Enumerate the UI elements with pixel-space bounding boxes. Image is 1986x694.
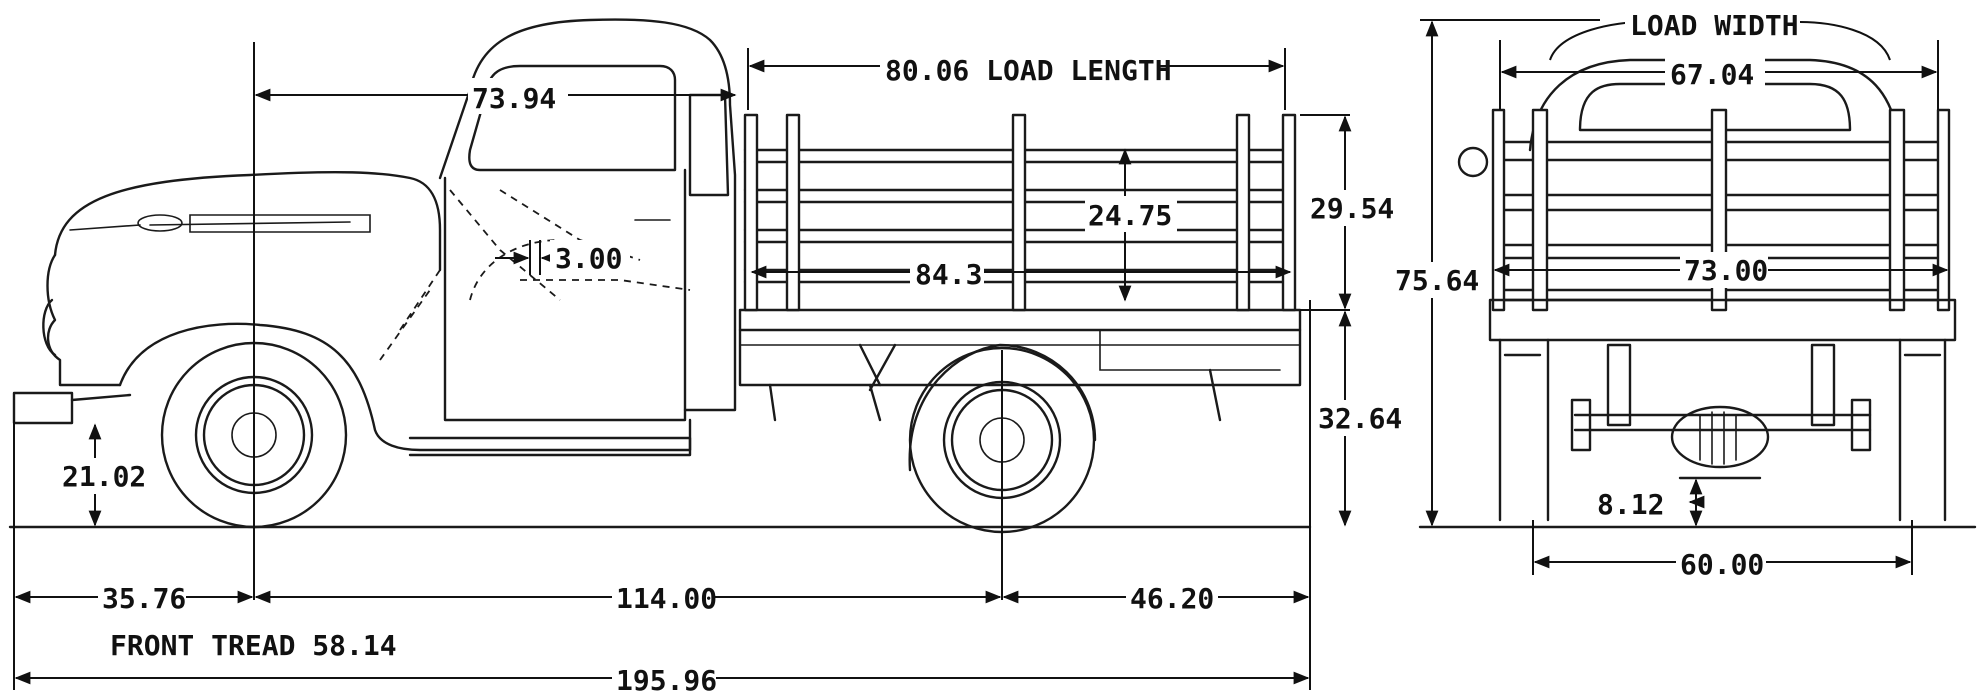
- stake-height-value: 24.75: [1088, 199, 1172, 232]
- rear-window: [688, 93, 730, 197]
- load-width-label: LOAD WIDTH: [1630, 9, 1799, 42]
- front-fender: [118, 322, 692, 452]
- wheelbase-value: 114.00: [616, 582, 717, 615]
- hood-outline: [53, 170, 442, 272]
- rear-bed: [1488, 298, 1957, 342]
- axle-clearance-value: 8.12: [1597, 488, 1664, 521]
- hood-emblem: [137, 214, 183, 232]
- front-grille: [46, 253, 122, 387]
- overall-length-value: 195.96: [616, 664, 717, 694]
- side-view-truck: [12, 18, 1302, 534]
- bed-width-value: 73.00: [1684, 254, 1768, 287]
- bed-floor: [738, 308, 1302, 332]
- running-board: [408, 436, 692, 457]
- rear-cab-window: [1578, 82, 1852, 132]
- cab-length-value: 73.94: [472, 82, 556, 115]
- dimension-lines: [13, 19, 1949, 690]
- cab-window: [468, 64, 677, 172]
- headlight: [42, 298, 57, 357]
- bed-length-value: 84.3: [915, 258, 982, 291]
- rear-overhang-value: 46.20: [1130, 582, 1214, 615]
- rack-height-value: 29.54: [1310, 192, 1394, 225]
- front-overhang-value: 35.76: [102, 582, 186, 615]
- door-gap-value: 3.00: [555, 242, 622, 275]
- dimension-labels: LOAD WIDTH 67.04 73.94 80.06 LOAD LENGTH…: [58, 4, 1799, 694]
- load-length-label: 80.06 LOAD LENGTH: [885, 54, 1172, 87]
- rear-view-truck: [1457, 58, 1957, 522]
- front-bumper: [12, 391, 74, 425]
- bed-floor-height-value: 32.64: [1318, 402, 1402, 435]
- differential: [1670, 405, 1770, 469]
- side-mirror-icon: [1457, 146, 1489, 178]
- load-width-value: 67.04: [1670, 58, 1754, 91]
- rear-tread-value: 60.00: [1680, 548, 1764, 581]
- bumper-height-value: 21.02: [62, 460, 146, 493]
- stake-rack: [743, 113, 1297, 312]
- overall-height-value: 75.64: [1395, 264, 1479, 297]
- front-tread-label: FRONT TREAD 58.14: [110, 629, 397, 662]
